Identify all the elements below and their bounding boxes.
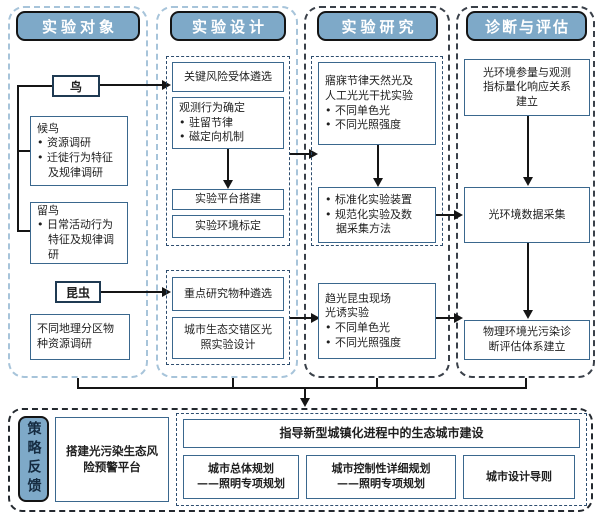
design-guideline-box: 城市设计导则 xyxy=(463,455,575,499)
col-diagnosis-container xyxy=(456,6,595,378)
arrow-standard-to-data-line xyxy=(436,214,456,216)
bus-stub-col4 xyxy=(525,378,527,389)
observation-behavior-box: 观测行为确定 • 驻留节律 • 磁定向机制 xyxy=(172,97,284,149)
bus-down-line xyxy=(304,387,306,399)
detailed-plan-box: 城市控制性详细规划 ——照明专项规划 xyxy=(306,455,456,499)
response-relation-box: 光环境参量与观测 指标量化响应关系 建立 xyxy=(464,59,590,116)
connector-resident-stub xyxy=(17,230,30,232)
master-plan-box: 城市总体规划 ——照明专项规划 xyxy=(183,455,299,499)
design-group-bird xyxy=(166,56,290,246)
connector-bird-left xyxy=(17,85,52,87)
arrow-phototaxis-to-assessment-line xyxy=(436,317,456,319)
arrow-rhythm-to-standard-line xyxy=(377,145,379,179)
feedback-container xyxy=(8,408,593,512)
arrow-standard-to-data-head xyxy=(454,210,463,220)
header-experiment-subjects: 实验对象 xyxy=(16,11,140,41)
arrow-design-to-phototaxis-head xyxy=(311,313,320,323)
strategy-feedback-tag: 策略反馈 xyxy=(18,416,49,502)
risk-receptor-box: 关键风险受体遴选 xyxy=(172,62,284,92)
guide-group xyxy=(176,413,587,506)
arrow-bird-to-risk-line xyxy=(100,84,163,86)
species-survey-box: 不同地理分区物 种资源调研 xyxy=(30,314,130,360)
bus-stub-col2 xyxy=(232,378,234,389)
warning-platform-box: 搭建光污染生态风 险预警平台 xyxy=(55,417,169,502)
connector-migratory-stub xyxy=(17,150,30,152)
arrow-design-to-rhythm-line xyxy=(290,153,309,155)
guide-title-box: 指导新型城镇化进程中的生态城市建设 xyxy=(183,419,580,448)
arrow-response-to-data-line xyxy=(527,116,529,178)
bus-stub-col1 xyxy=(77,378,79,389)
header-experiment-design: 实验设计 xyxy=(170,11,286,41)
arrow-insect-to-selection-line xyxy=(101,291,162,293)
header-experiment-research: 实验研究 xyxy=(317,11,438,41)
bus-down-head xyxy=(300,398,310,407)
rhythm-experiment-box: 寤寐节律天然光及 人工光光干扰实验 • 不同单色光 • 不同光照强度 xyxy=(318,62,436,145)
connector-bird-trunk xyxy=(17,85,19,232)
arrow-data-to-assessment-line xyxy=(527,243,529,311)
data-collection-box: 光环境数据采集 xyxy=(464,187,590,243)
standardization-box: • 标准化实验装置 • 规范化实验及数 据采集方法 xyxy=(318,187,436,243)
assessment-system-box: 物理环境光污染诊 断评估体系建立 xyxy=(464,320,590,360)
bus-stub-col3 xyxy=(376,378,378,389)
arrow-data-to-assessment-head xyxy=(523,310,533,319)
arrow-observation-to-platform-line xyxy=(227,149,229,181)
arrow-phototaxis-to-assessment-head xyxy=(454,313,463,323)
ecotone-design-box: 城市生态交错区光 照实验设计 xyxy=(172,317,284,359)
calibration-box: 实验环境标定 xyxy=(172,215,284,238)
header-diagnosis-evaluation: 诊断与评估 xyxy=(466,11,587,41)
arrow-design-to-phototaxis-line xyxy=(290,317,311,319)
arrow-observation-to-platform-head xyxy=(223,180,233,189)
bus-line xyxy=(77,387,527,389)
insect-tag: 昆虫 xyxy=(55,281,101,303)
phototaxis-box: 趋光昆虫现场 光诱实验 • 不同单色光 • 不同光照强度 xyxy=(318,283,436,359)
migratory-birds-box: 候鸟 • 资源调研 • 迁徙行为特征 及规律调研 xyxy=(30,116,128,186)
col-research-container xyxy=(304,6,450,378)
arrow-rhythm-to-standard-head xyxy=(373,178,383,187)
resident-birds-box: 留鸟 • 日常活动行为 特征及规律调 研 xyxy=(30,202,128,264)
platform-box: 实验平台搭建 xyxy=(172,189,284,210)
bird-tag: 鸟 xyxy=(52,75,100,97)
research-group-rhythm xyxy=(311,56,443,246)
arrow-response-to-data-head xyxy=(523,177,533,186)
arrow-design-to-rhythm-head xyxy=(309,149,318,159)
design-group-insect xyxy=(166,270,290,365)
col-design-container xyxy=(156,6,298,378)
species-selection-box: 重点研究物种遴选 xyxy=(172,277,284,311)
col-subjects-container xyxy=(8,6,148,378)
